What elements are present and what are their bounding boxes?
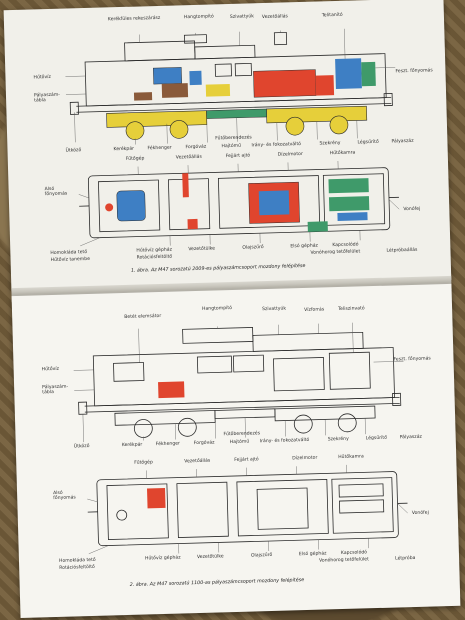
label: Fűtőgép	[134, 460, 153, 466]
label: Irány- és fokozatváltó	[251, 142, 302, 149]
label: Vezetőállás	[184, 458, 211, 465]
top-page: Kerékfüles rekeszárász Hangtompító Sziva…	[3, 0, 452, 293]
label: Rotációsfeltöltő	[59, 564, 95, 571]
label: Homokláda tető	[50, 250, 88, 257]
open-book: Kerékfüles rekeszárász Hangtompító Sziva…	[3, 0, 461, 619]
label: Alsó főnyomás	[44, 186, 68, 198]
label: Fejjárt ajtó	[234, 457, 259, 463]
label: Olajszűrő	[250, 552, 273, 559]
top-plan-view	[78, 159, 400, 249]
label: Telitanító	[321, 12, 343, 19]
label: Létpróba	[395, 555, 416, 562]
label: Vezetőtülke	[188, 246, 216, 253]
label: Betét elemsátor	[124, 313, 162, 321]
label: Hűtőkamra	[329, 150, 356, 157]
label: Vezetőállás	[175, 154, 202, 161]
label: Szekrény	[319, 140, 341, 147]
label: Légsűrítő	[365, 435, 388, 442]
label: Olajszűrő	[242, 245, 264, 251]
label: Fűtőberendezés	[215, 135, 252, 142]
label: Dízelmotor	[292, 455, 318, 462]
label: Forgóváz	[185, 144, 207, 151]
label: Kerékfüles rekeszárász	[107, 15, 161, 23]
label: Vezetőtülke	[196, 554, 224, 561]
label: Pályaszám-tábla	[42, 384, 69, 396]
label: Kapcsolódó	[340, 550, 368, 557]
label: Hűtővíz	[41, 366, 60, 373]
label: Hajtómű	[229, 439, 250, 446]
label: Hangtompító	[183, 14, 214, 21]
label: Hűtőkamra	[338, 454, 364, 461]
label: Vonófej	[411, 510, 429, 517]
label: Elsó gépház	[290, 243, 319, 250]
label: Forgóváz	[193, 440, 215, 447]
label: Dízelmotor	[277, 151, 303, 158]
label: Szivattyúk	[261, 306, 287, 313]
figure-caption: 1. ábra. Az M47 sorozatú 2009-es pályasz…	[130, 263, 306, 274]
label: Fejjárt ajtó	[225, 153, 251, 160]
label: Rotációsfeltöltő	[136, 254, 173, 261]
label: Alsó főnyomás	[53, 490, 76, 502]
label: Kerékpár	[113, 146, 135, 153]
label: Hajtómű	[221, 143, 242, 150]
label: Ütköző	[73, 444, 90, 450]
label: Pályaszáz	[399, 434, 422, 441]
top-side-elevation	[64, 27, 396, 145]
figure-caption: 2. ábra. Az M47 sorozatú 1100-as pályasz…	[129, 578, 305, 588]
label: Létpróbaállás	[386, 247, 418, 254]
label: Hűtővíz gépház	[144, 555, 181, 562]
label: Vonófej	[403, 206, 421, 213]
label: Vonóhorog tetőfelület	[310, 249, 361, 256]
label: Vonóhorog tetőfelület	[319, 557, 369, 564]
label: Homokláda tető	[58, 557, 96, 564]
label: Fékhenger	[147, 145, 172, 152]
label: Pályaszám-tábla	[33, 92, 61, 104]
label: Teliszinvató	[338, 306, 365, 313]
label: Szekrény	[327, 436, 349, 443]
label: Hangtompító	[201, 306, 233, 312]
label: Hűtővíz gépház	[136, 247, 173, 254]
label: Fűtőberendezés	[223, 431, 261, 438]
bottom-plan-view	[86, 463, 408, 557]
label: Feszt. főnyomás	[393, 356, 431, 363]
label: Szivattyúk	[229, 14, 254, 20]
label: Feszt. főnyomás	[395, 68, 433, 75]
label: Vízforrás	[304, 307, 325, 313]
label: Ütköző	[65, 148, 82, 154]
label: Vezetőállás	[261, 14, 289, 21]
label: Pályaszáz	[391, 138, 414, 145]
label: Irány- és fokozatváltó	[259, 437, 310, 445]
label: Kerékpár	[121, 442, 143, 449]
label: Kapcsolódó	[332, 242, 359, 249]
label: Fűtőgép	[125, 156, 145, 162]
bottom-page: Betét elemsátor Hangtompító Szivattyúk V…	[11, 283, 461, 619]
label: Elsó gépház	[298, 551, 327, 558]
bottom-side-elevation	[72, 321, 404, 443]
label: Légsűrítő	[357, 139, 379, 146]
label: Hűtővíz tanembe	[50, 256, 91, 264]
label: Hűtővíz	[33, 74, 51, 81]
label: Fékhenger	[155, 441, 181, 448]
